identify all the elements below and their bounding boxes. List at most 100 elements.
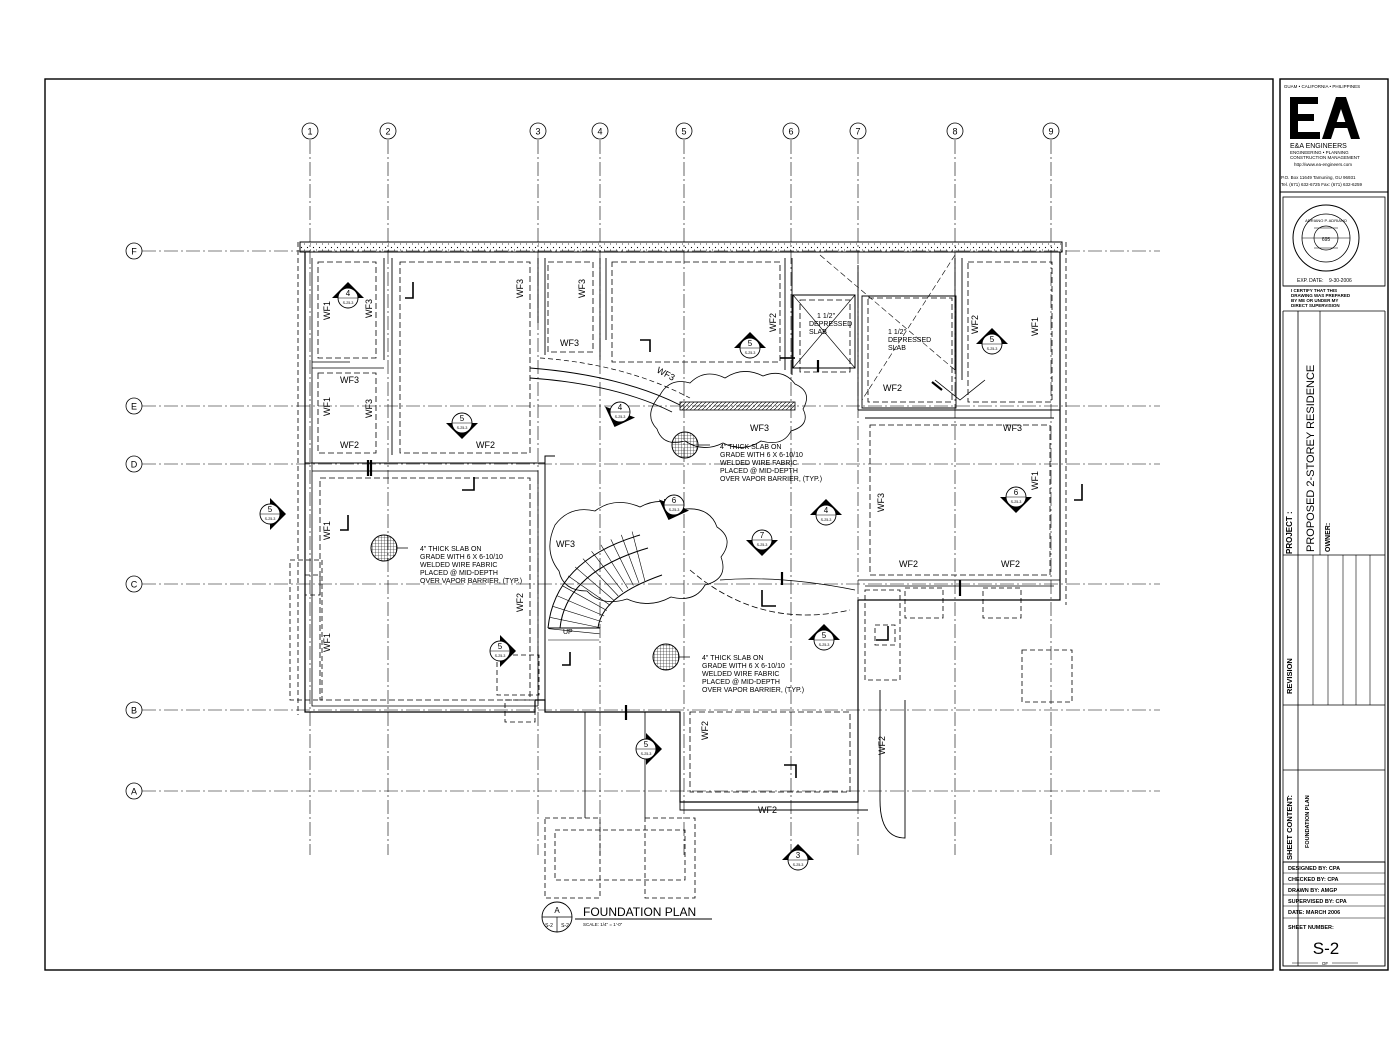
- footing-label: WF3: [750, 423, 769, 433]
- plan-title-letter: A: [554, 906, 560, 915]
- slab-note-middle: 4" THICK SLAB ON GRADE WITH 6 X 6-10/10 …: [720, 444, 822, 483]
- stair-up-label: UP: [563, 629, 573, 636]
- footing-label: WF2: [340, 440, 359, 450]
- tb-exp-value: 9-30-2006: [1329, 278, 1352, 284]
- tb-services-2: CONSTRUCTION MANAGEMENT: [1290, 155, 1360, 160]
- footing-label: WF3: [340, 375, 359, 385]
- grid-bubble-col: [675, 122, 693, 140]
- section-marker: 6S-25-3: [658, 494, 690, 521]
- section-number: 3: [796, 851, 801, 860]
- grid-bubble-col: [946, 122, 964, 140]
- footing-label: WF2: [700, 721, 710, 740]
- title-block-border: [1279, 78, 1389, 971]
- footing-label: WF2: [768, 313, 778, 332]
- section-ref: S-25-3: [343, 301, 354, 305]
- tb-project-name: PROPOSED 2-STOREY RESIDENCE: [1305, 365, 1317, 552]
- section-marker: 4S-25-3: [810, 499, 842, 526]
- plan-notes: 4" THICK SLAB ON GRADE WITH 6 X 6-10/10 …: [420, 313, 933, 694]
- plan-title-ref-right: S-2: [561, 923, 569, 929]
- section-marker: 5S-25-3: [976, 328, 1008, 355]
- grid-bubble-row: [125, 242, 143, 260]
- grid-bubble-row: [125, 455, 143, 473]
- section-ref: S-25-3: [793, 863, 804, 867]
- tb-locations: GUAM • CALIFORNIA • PHILIPPINES: [1284, 84, 1360, 89]
- section-number: 4: [618, 403, 623, 412]
- section-marker: 4S-25-3: [604, 401, 636, 428]
- tb-supervised-by: SUPERVISED BY: CPA: [1288, 899, 1347, 905]
- grid-bubble-label: 2: [385, 127, 390, 137]
- grid-bubble-col: [782, 122, 800, 140]
- section-ref: S-25-3: [641, 752, 652, 756]
- company-logo: [1290, 97, 1360, 139]
- tb-website: http://www.ea-engineers.com: [1294, 162, 1352, 167]
- footing-label: WF1: [322, 633, 332, 652]
- section-marker: 5S-25-3: [446, 412, 478, 439]
- grid-bubble-label: 8: [952, 127, 957, 137]
- plan-title-text: FOUNDATION PLAN: [583, 905, 696, 919]
- stair-tread: [610, 539, 634, 586]
- footing-label: WF2: [1001, 559, 1020, 569]
- title-block: GUAM • CALIFORNIA • PHILIPPINES E&A ENGI…: [1280, 84, 1388, 967]
- footing-label: WF3: [655, 365, 676, 383]
- footing-label: WF3: [876, 493, 886, 512]
- tb-date: DATE: MARCH 2006: [1288, 910, 1340, 916]
- grid-bubble-label: F: [131, 247, 137, 257]
- opening-marks: [366, 360, 962, 720]
- footing-label: WF1: [1030, 471, 1040, 490]
- plan-title-ref-left: S-2: [545, 923, 553, 929]
- depressed-slab-note-1: 1 1/2" DEPRESSED SLAB: [809, 313, 854, 336]
- section-ref: S-25-3: [265, 517, 276, 521]
- footing-label: WF2: [515, 593, 525, 612]
- grid-bubble-label: 1: [307, 127, 312, 137]
- section-markers: 4S-25-35S-25-35S-25-35S-25-34S-25-36S-25…: [259, 282, 1032, 871]
- section-number: 6: [1014, 488, 1019, 497]
- section-number: 5: [644, 740, 649, 749]
- grid-bubble-label: D: [131, 460, 138, 470]
- slab-marker-1: [370, 534, 398, 562]
- section-cut-lines: [340, 282, 1083, 778]
- stair-tread: [550, 617, 601, 629]
- tb-sheet-content-label: SHEET CONTENT:: [1285, 795, 1294, 860]
- section-ref: S-25-3: [615, 415, 626, 419]
- footing-label: WF3: [556, 539, 575, 549]
- grid-bubble-col: [301, 122, 319, 140]
- svg-text:DESIGNED BY: CPA CHECKED: DESIGNED BY: CPA CHECKED BY: CPA DRAWN B…: [1288, 866, 1348, 931]
- grid-bubble-row: [125, 782, 143, 800]
- tb-phone: Tel. (671) 632-6725 Fax: (671) 632-6259: [1281, 182, 1363, 187]
- section-marker: 7S-25-3: [746, 529, 778, 556]
- section-ref: S-25-3: [745, 351, 756, 355]
- stair-tread: [556, 595, 605, 617]
- section-number: 5: [460, 414, 465, 423]
- footing-label: WF1: [322, 301, 332, 320]
- section-number: 4: [346, 289, 351, 298]
- grid-bubble-row: [125, 575, 143, 593]
- section-number: 5: [822, 631, 827, 640]
- grid-bubble-label: B: [131, 706, 137, 716]
- section-ref: S-25-3: [457, 426, 468, 430]
- depressed-slab-note-2: 1 1/2" DEPRESSED SLAB: [888, 329, 933, 352]
- tb-certify: I CERTIFY THAT THIS DRAWING WAS PREPARED…: [1291, 288, 1351, 308]
- footing-label: WF2: [476, 440, 495, 450]
- stair-tread: [631, 531, 646, 582]
- grid-bubble-col: [849, 122, 867, 140]
- footing-label: WF1: [322, 521, 332, 540]
- slab-note-left: 4" THICK SLAB ON GRADE WITH 6 X 6-10/10 …: [420, 546, 522, 585]
- section-ref: S-25-3: [821, 518, 832, 522]
- grid-bubble-label: 9: [1048, 127, 1053, 137]
- section-marker: 5S-25-3: [635, 733, 662, 765]
- section-ref: S-25-3: [495, 654, 506, 658]
- section-marker: 5S-25-3: [808, 624, 840, 651]
- stair-tread: [574, 566, 615, 601]
- section-ref: S-25-3: [987, 347, 998, 351]
- stair-tread: [561, 585, 608, 611]
- seal-name: ADRIANO P. ADRIANO: [1305, 218, 1347, 223]
- footing-label: WF3: [577, 279, 587, 298]
- section-number: 5: [498, 642, 503, 651]
- tb-sheet-content-value: FOUNDATION PLAN: [1305, 795, 1311, 848]
- tb-exp-label: EXP. DATE:: [1297, 278, 1324, 284]
- tb-sheet-number: S-2: [1313, 939, 1339, 958]
- plan-title: A S-2 S-2 FOUNDATION PLAN SCALE: 1/4" = …: [541, 901, 712, 933]
- grid-bubble-col: [1042, 122, 1060, 140]
- footing-label: WF1: [1030, 317, 1040, 336]
- grid-bubble-label: E: [131, 402, 137, 412]
